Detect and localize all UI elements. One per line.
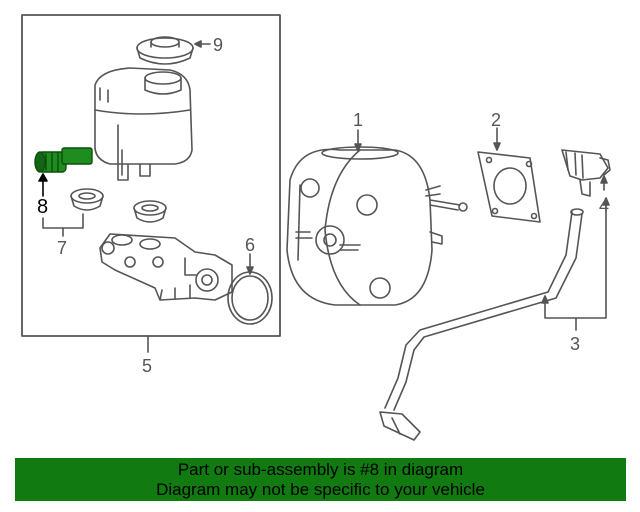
callout-4: 4 [599,196,609,216]
master-cylinder-box [21,14,281,337]
callout-8: 8 [37,196,48,218]
seal-ring [227,271,273,325]
callout-7: 7 [57,238,67,258]
callout-1: 1 [353,110,363,130]
grommet-right [133,200,167,223]
callout-9: 9 [213,35,223,55]
callout-5: 5 [142,356,152,376]
vacuum-valve [561,149,611,197]
reservoir-cap [136,36,194,65]
info-banner: Part or sub-assembly is #8 in diagram Di… [15,458,626,501]
grommet-left [70,188,104,211]
banner-line-2: Diagram may not be specific to your vehi… [156,480,485,499]
master-cylinder [99,233,233,301]
fluid-reservoir [94,67,193,181]
callout-3: 3 [570,334,580,354]
bracket-7 [42,213,84,229]
vacuum-hose [379,208,584,441]
gasket [477,151,541,223]
part-8-highlighted [34,147,93,173]
callout-6: 6 [245,235,255,255]
brake-booster [286,146,468,306]
callout-2: 2 [491,110,501,130]
banner-line-1: Part or sub-assembly is #8 in diagram [177,460,464,479]
parts-diagram: 9 8 7 6 5 1 2 4 3 [21,14,611,441]
